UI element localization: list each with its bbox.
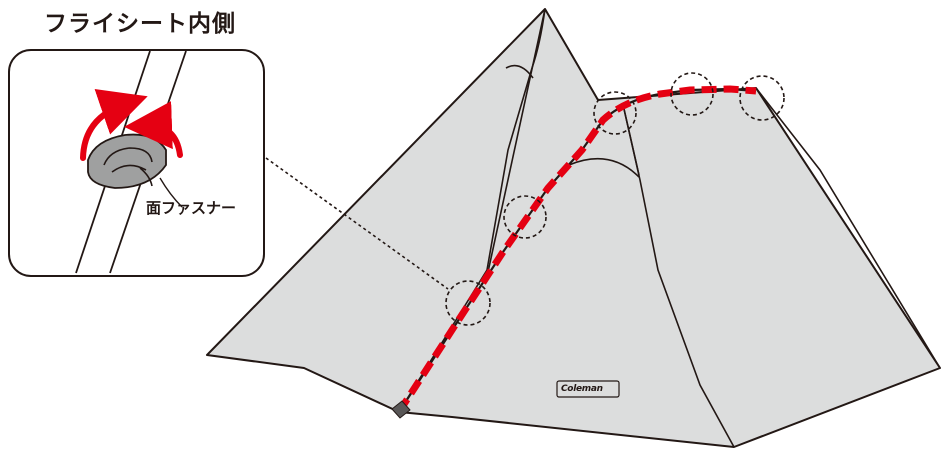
tent-seam-front	[623, 108, 735, 448]
tent-seam-left	[487, 8, 546, 273]
fastener-marker-2	[503, 195, 547, 239]
diagram-title: フライシート内側	[44, 11, 236, 37]
tent-arc-right	[568, 157, 640, 178]
callout-label-leader	[159, 177, 183, 208]
fastener-marker-5	[739, 75, 785, 121]
pole-route	[396, 85, 757, 414]
brand-badge	[556, 380, 620, 398]
tent-seam-right	[755, 87, 941, 369]
pole-end-cap	[391, 400, 411, 419]
callout-leader-line	[265, 157, 449, 290]
brand-logo-text: Coleman	[561, 384, 603, 394]
fastener-marker-3	[593, 91, 637, 135]
tent-body	[206, 8, 941, 448]
fastener-marker-4	[670, 72, 714, 116]
tent-arc-left	[505, 64, 534, 79]
velcro-label: 面ファスナー	[146, 199, 237, 217]
fastener-marker-1	[445, 280, 491, 326]
tent-seam-pole	[398, 8, 546, 413]
curved-arrow-icon-right	[124, 101, 183, 158]
curved-arrow-icon-left	[80, 89, 148, 161]
